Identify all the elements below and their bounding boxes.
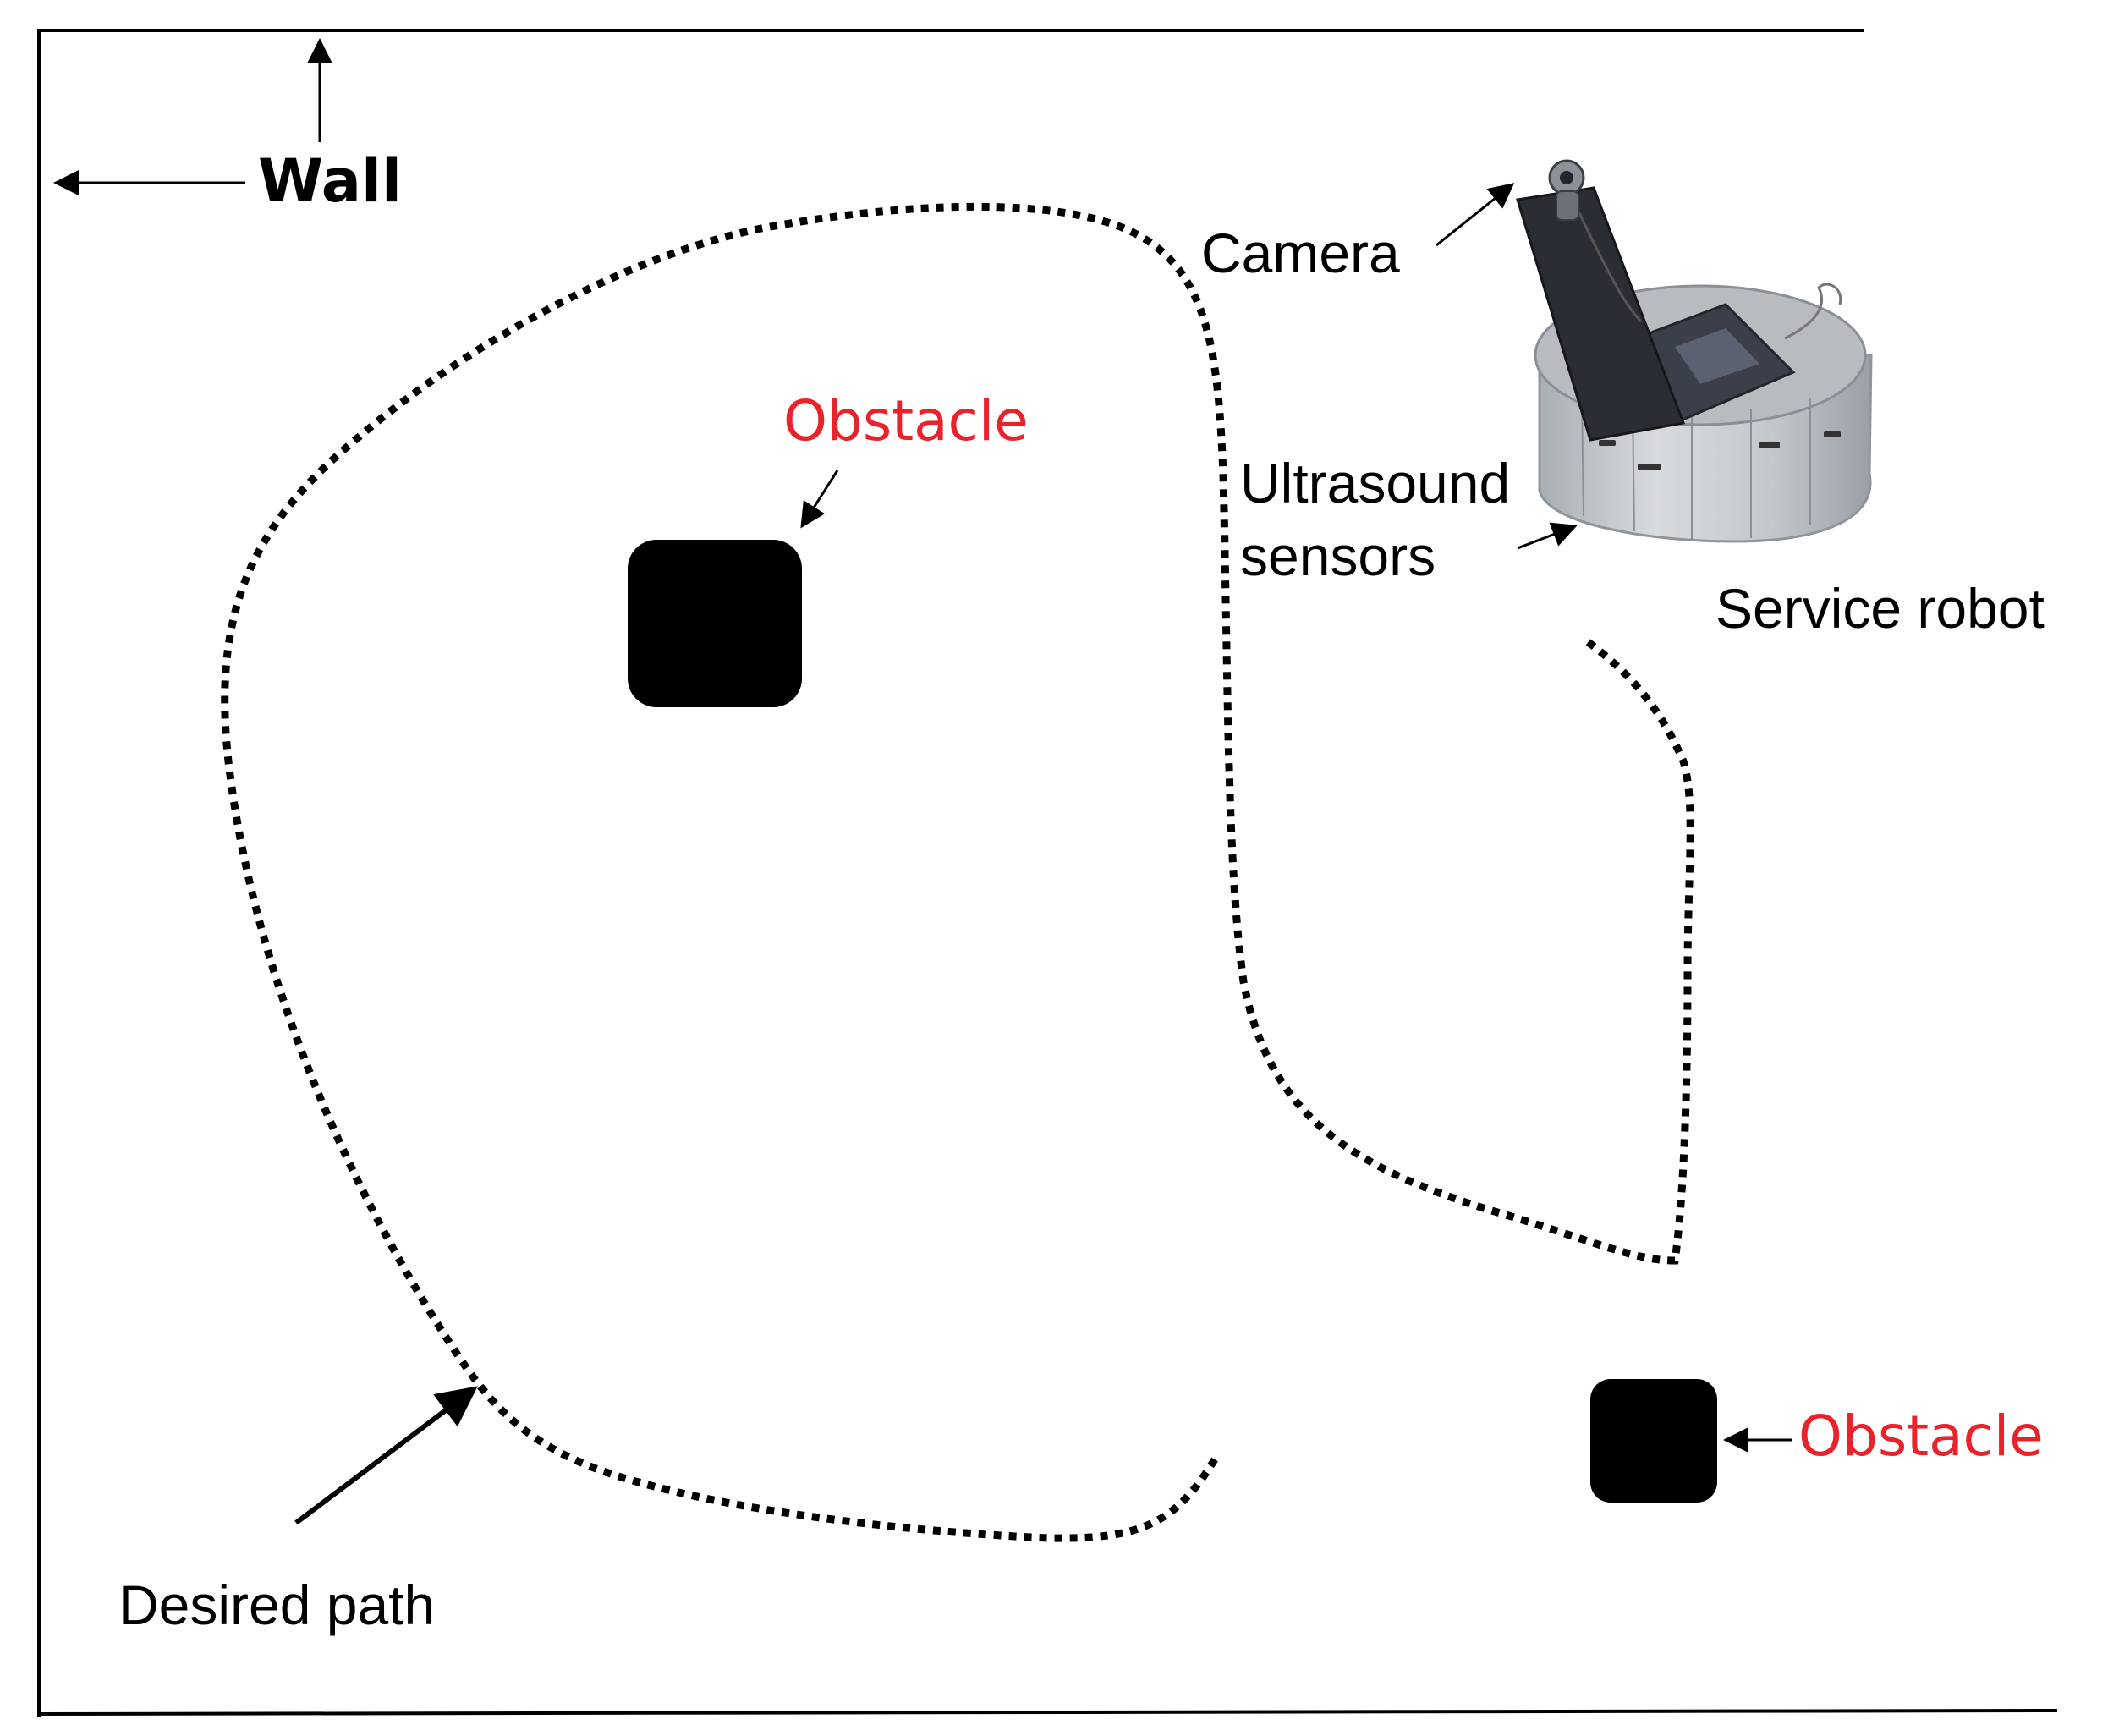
obstacle-pointer-arrows <box>800 470 1792 1453</box>
wall-lines <box>37 29 2058 1717</box>
service-robot-label: Service robot <box>1715 577 2045 640</box>
obstacle-top-block <box>628 540 802 707</box>
wall-label: Wall <box>258 146 402 216</box>
obstacle-bottom-block <box>1590 1379 1717 1503</box>
camera-arrow <box>1436 183 1515 247</box>
camera-icon <box>1548 159 1585 221</box>
service-robot-image <box>1516 159 1873 543</box>
camera-label: Camera <box>1201 222 1400 284</box>
ultrasound-label-line2: sensors <box>1240 525 1436 587</box>
robot-sensor-markers <box>1599 431 1841 470</box>
desired-path-arrow <box>294 1386 478 1525</box>
desired-path-label: Desired path <box>118 1574 435 1636</box>
wall-bottom <box>38 1709 2058 1716</box>
obstacle-bottom-label: Obstacle <box>1798 1404 2044 1469</box>
robot-pointer-arrows <box>1436 183 1578 550</box>
ultrasound-arrow <box>1517 522 1578 550</box>
ultrasound-label-line1: Ultrasound <box>1240 452 1510 514</box>
obstacle-top-arrow <box>800 470 839 529</box>
obstacle-top-label: Obstacle <box>783 388 1029 453</box>
robot-cable <box>1577 211 1643 323</box>
wall-pointer-arrows <box>53 38 332 195</box>
robot-side-cables <box>1784 283 1842 340</box>
robot-laptop-keyboard <box>1675 328 1759 384</box>
